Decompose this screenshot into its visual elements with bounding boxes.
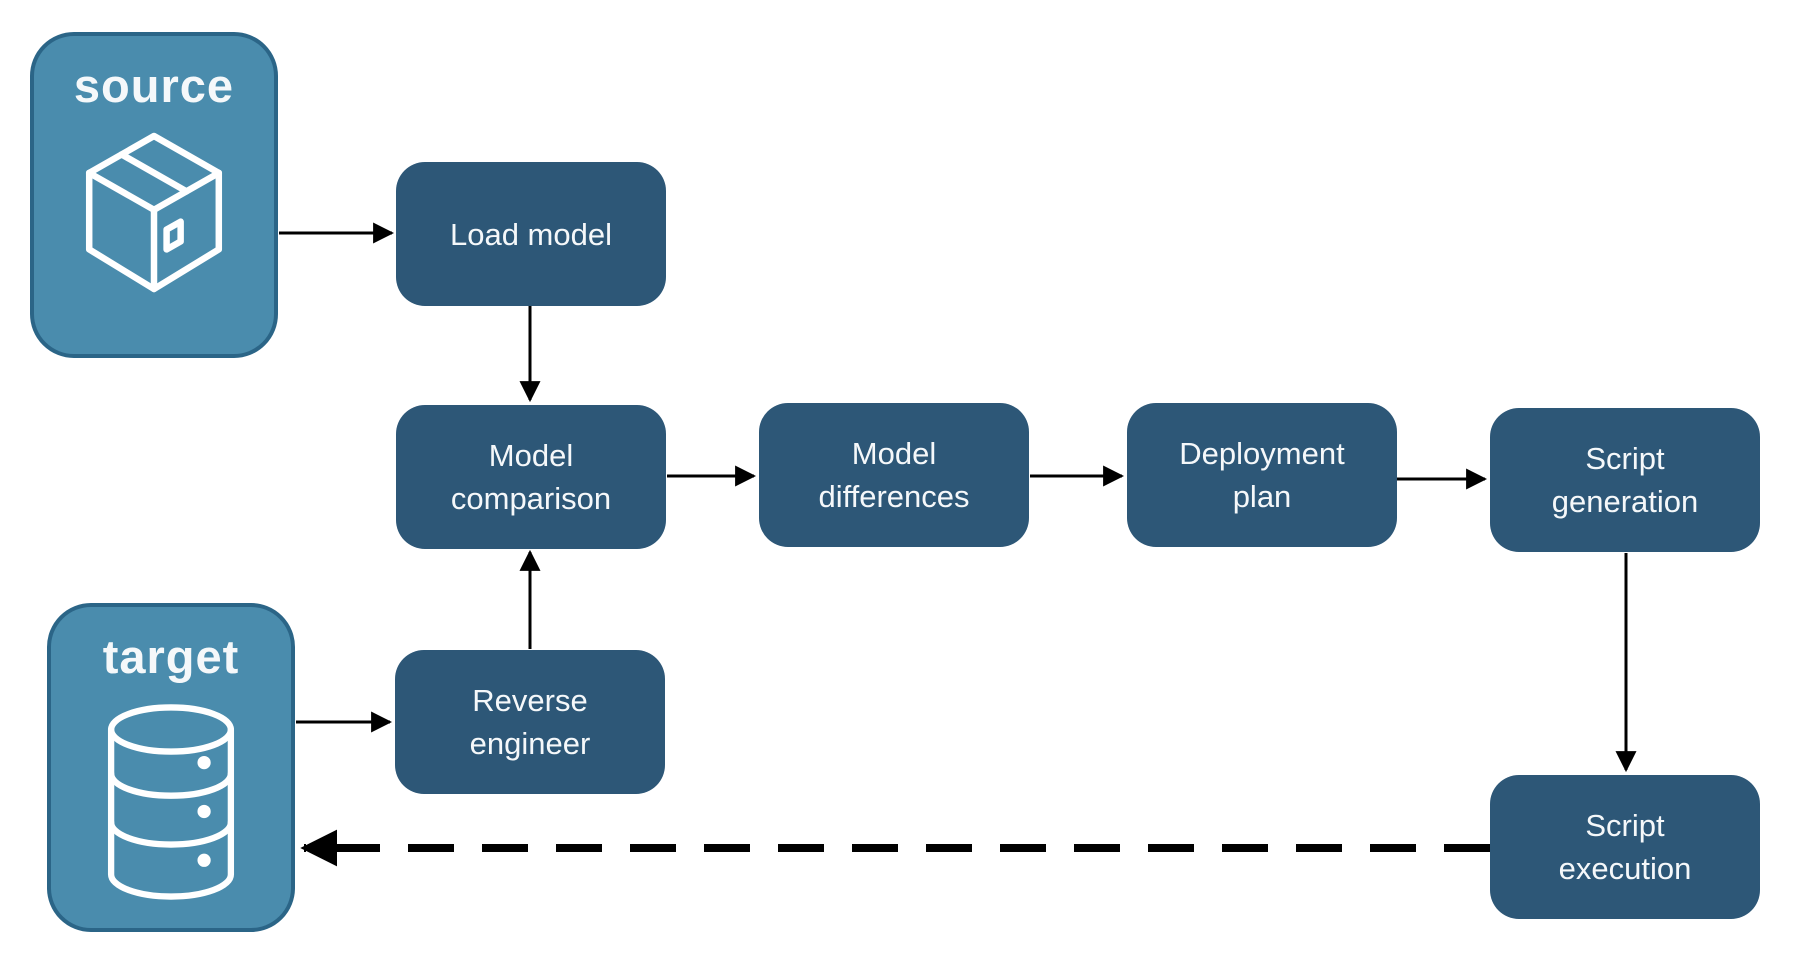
node-load-model: Load model bbox=[396, 162, 666, 306]
script-generation-label: Script generation bbox=[1551, 441, 1699, 519]
node-script-generation: Script generation bbox=[1490, 408, 1760, 552]
load-model-label: Load model bbox=[449, 216, 612, 252]
node-model-comparison: Model comparison bbox=[396, 405, 666, 549]
package-icon bbox=[85, 132, 223, 293]
node-source: source bbox=[30, 32, 278, 358]
model-comparison-label: Model comparison bbox=[450, 438, 612, 516]
node-deployment-plan: Deployment plan bbox=[1127, 403, 1397, 547]
node-model-differences: Model differences bbox=[759, 403, 1029, 547]
reverse-engineer-label: Reverse engineer bbox=[469, 683, 591, 761]
database-icon bbox=[107, 704, 235, 900]
script-execution-label: Script execution bbox=[1558, 808, 1692, 886]
model-differences-label: Model differences bbox=[818, 436, 970, 514]
node-script-execution: Script execution bbox=[1490, 775, 1760, 919]
node-target: target bbox=[47, 603, 295, 932]
node-reverse-engineer: Reverse engineer bbox=[395, 650, 665, 794]
target-label: target bbox=[102, 630, 240, 683]
source-label: source bbox=[73, 59, 235, 112]
deployment-plan-label: Deployment plan bbox=[1179, 436, 1345, 514]
